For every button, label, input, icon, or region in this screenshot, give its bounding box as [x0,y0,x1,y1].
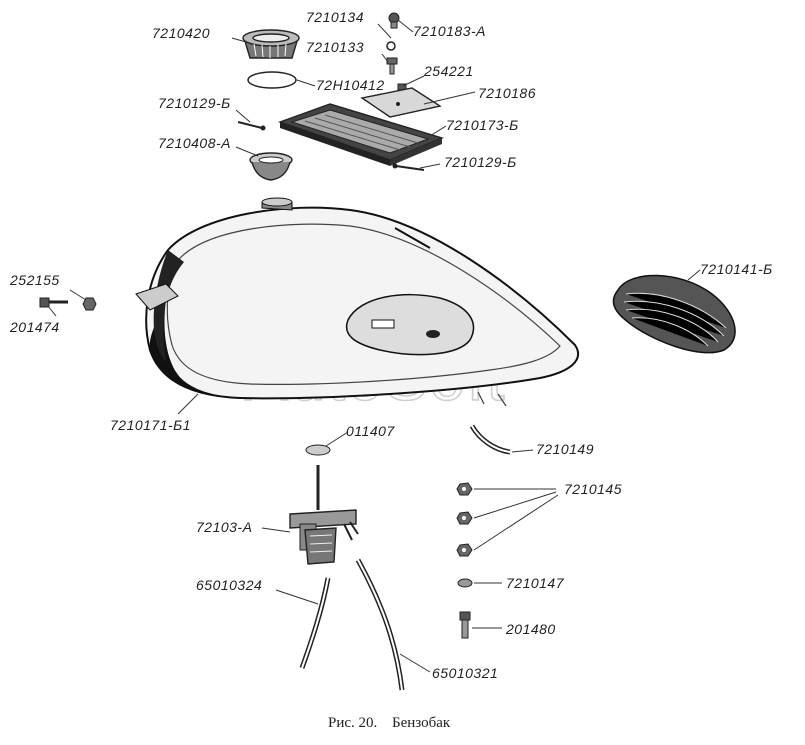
instrument-tray [277,103,445,166]
fuel-tank-body [135,197,580,407]
nut-7210145-3 [456,543,473,557]
screw-7210183a [388,12,400,29]
label-7210147: 7210147 [506,575,565,591]
fuel-tap [289,465,359,565]
label-7210149: 7210149 [536,441,594,457]
screw-7210129b-left [237,121,266,131]
hose-65010321 [355,558,405,691]
label-72h10412: 72Н10412 [316,77,385,93]
figure-caption-number: Рис. 20. [328,715,377,731]
cap-gasket [247,71,297,89]
strainer [249,152,293,181]
bolt-201480 [459,611,471,639]
figure-caption-title: Бензобак [392,715,451,731]
label-7210186: 7210186 [478,85,536,101]
knee-pad [612,274,736,354]
label-7210420: 7210420 [152,25,210,41]
label-72103a: 72103-А [196,519,252,535]
label-7210129b-top: 7210129-Б [158,95,231,111]
label-7210129b-bottom: 7210129-Б [444,154,517,170]
plate-7210186 [360,87,442,118]
label-201480: 201480 [505,621,556,637]
label-7210145: 7210145 [564,481,622,497]
label-65010321: 65010321 [432,665,498,681]
washer-7210147 [457,578,473,588]
label-7210134: 7210134 [306,9,364,25]
filler-cap [242,29,300,59]
label-011407: 011407 [346,423,395,439]
nut-7210145-2 [456,511,473,525]
part-labels: 7210420 7210134 7210183-А 7210133 72Н104… [9,9,773,681]
label-7210133: 7210133 [306,39,364,55]
label-7210171b1: 7210171-Б1 [110,417,191,433]
bolt-201474 [39,297,68,308]
nut-7210145-1 [456,482,473,496]
washer-7210134 [386,41,396,51]
washer-011407 [305,444,331,456]
label-201474: 201474 [9,319,60,335]
nut-252155 [82,297,97,311]
label-7210141b: 7210141-Б [700,261,773,277]
leader-lines [47,19,701,673]
hose-7210149 [469,424,511,455]
label-7210183a: 7210183-А [413,23,486,39]
bolt-7210133 [386,57,398,75]
screw-7210129b-right [392,163,425,171]
label-252155: 252155 [9,272,60,288]
label-7210408a: 7210408-А [158,135,231,151]
label-65010324: 65010324 [196,577,262,593]
label-7210173b: 7210173-Б [446,117,519,133]
label-254221: 254221 [423,63,474,79]
